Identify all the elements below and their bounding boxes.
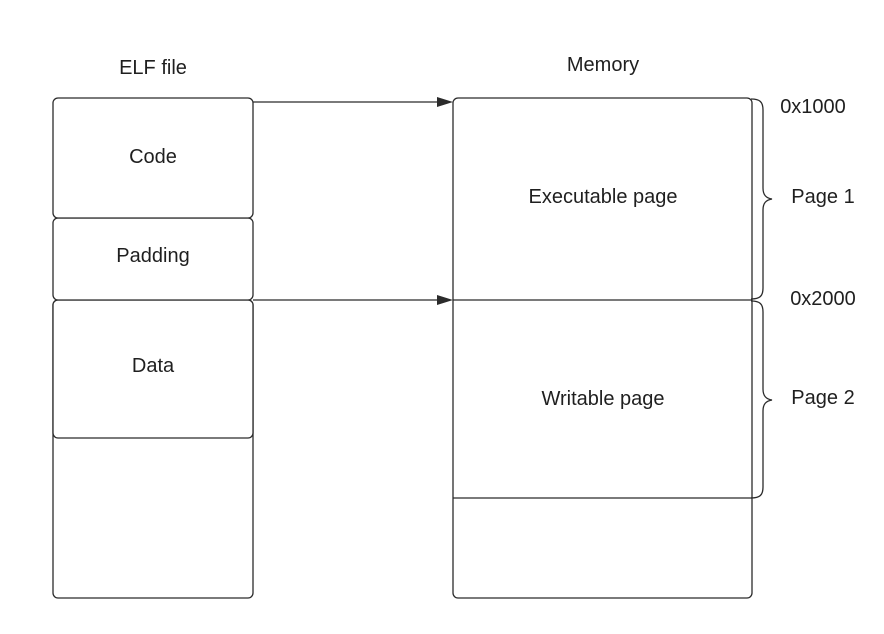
page1-brace bbox=[750, 98, 773, 300]
elf-data-label: Data bbox=[132, 355, 175, 377]
elf-file-column: Code Padding Data bbox=[52, 97, 254, 599]
code-to-executable-arrow bbox=[253, 97, 453, 107]
data-to-writable-arrow bbox=[253, 295, 453, 305]
elf-padding-label: Padding bbox=[116, 245, 189, 267]
page2-brace-label: Page 2 bbox=[791, 387, 854, 409]
executable-page-label: Executable page bbox=[528, 186, 677, 208]
page1-address: 0x1000 bbox=[780, 96, 846, 118]
writable-page-label: Writable page bbox=[541, 388, 664, 410]
page1-brace-label: Page 1 bbox=[791, 186, 854, 208]
elf-file-title: ELF file bbox=[119, 57, 187, 79]
memory-outer-box bbox=[452, 97, 753, 599]
memory-column: Executable page Writable page bbox=[452, 97, 753, 599]
elf-code-section bbox=[52, 97, 254, 219]
page2-address: 0x2000 bbox=[790, 288, 856, 310]
page2-brace bbox=[750, 300, 773, 499]
memory-title: Memory bbox=[567, 54, 639, 76]
elf-code-label: Code bbox=[129, 146, 177, 168]
